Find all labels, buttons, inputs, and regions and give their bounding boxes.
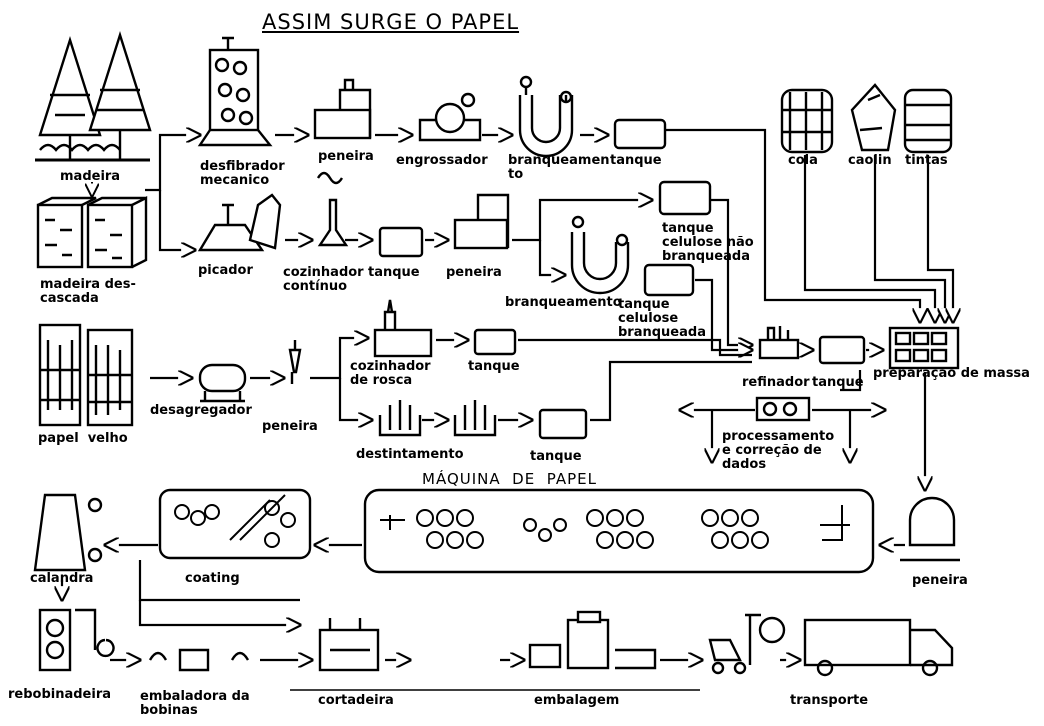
preparacao-massa-grid: [890, 328, 958, 368]
label-tanque-nao-branqueada: tanque celulose não branqueada: [662, 222, 754, 264]
label-picador: picador: [198, 264, 253, 278]
label-refinador: refinador: [742, 376, 810, 390]
tanque-2-icon: [380, 228, 422, 256]
maquina-papel-box: [365, 490, 873, 572]
label-tintas: tintas: [905, 154, 948, 168]
label-embaladora: embaladora da bobinas: [140, 690, 250, 718]
coating-box: [160, 490, 310, 558]
branqueamento-1-icon: [520, 77, 572, 156]
processamento-panel-icon: [757, 398, 809, 420]
rebobinadeira-icon: [40, 610, 113, 670]
label-cozinhador-rosca: cozinhador de rosca: [350, 360, 431, 388]
label-caolin: caolin: [848, 154, 892, 168]
embalagem-icon: [530, 612, 655, 668]
label-peneira-4: peneira: [912, 574, 968, 588]
label-calandra: calandra: [30, 572, 93, 586]
tanque-nao-branqueada-icon: [660, 182, 710, 214]
label-transporte: transporte: [790, 694, 868, 708]
cola-barrel-icon: [782, 90, 832, 152]
label-cola: cola: [788, 154, 818, 168]
peneira-3-icon: [290, 340, 300, 384]
label-peneira-3: peneira: [262, 420, 318, 434]
forklift-icon: [710, 615, 784, 673]
label-peneira-1: peneira: [318, 150, 374, 164]
embaladora-icon: [150, 650, 248, 670]
diagram-title: ASSIM SURGE O PAPEL: [262, 10, 519, 34]
cozinhador-continuo-icon: [318, 173, 346, 245]
label-tanque-2: tanque: [368, 266, 420, 280]
label-embalagem: embalagem: [534, 694, 619, 708]
picador-machine: [200, 195, 280, 250]
trees-icon: [35, 35, 150, 160]
label-cozinhador-continuo: cozinhador contínuo: [283, 266, 364, 294]
truck-icon: [805, 620, 952, 675]
branqueamento-2-icon: [572, 217, 628, 293]
desfibrador-machine: [200, 38, 270, 145]
label-tanque-branqueada: tanque celulose branqueada: [618, 298, 706, 340]
destintamento-icon: [380, 400, 495, 435]
label-tanque-4: tanque: [530, 450, 582, 464]
log-pile-icon: [38, 198, 146, 267]
label-branqueamento-2: branqueamento: [505, 296, 622, 310]
label-tanque-5: tanque: [812, 376, 864, 390]
caolin-sack-icon: [852, 85, 895, 150]
refinador-icon: [760, 326, 798, 358]
tanque-5-icon: [820, 337, 864, 363]
paper-machine-rollers: [380, 505, 850, 548]
label-papel-velho: papel velho: [38, 432, 128, 446]
label-peneira-2: peneira: [446, 266, 502, 280]
tanque-3-icon: [475, 330, 515, 354]
label-tanque-3: tanque: [468, 360, 520, 374]
label-madeira: madeira: [60, 170, 120, 184]
cozinhador-rosca-icon: [375, 300, 431, 356]
cortadeira-icon: [320, 618, 378, 670]
old-paper-icon: [40, 325, 132, 425]
label-processamento: processamento e correção de dados: [722, 430, 834, 472]
label-preparacao: preparação de massa: [873, 367, 1030, 381]
label-maquina-papel: MÁQUINA DE PAPEL: [422, 472, 597, 486]
peneira-4-icon: [900, 498, 960, 560]
tintas-barrel-icon: [905, 90, 951, 152]
peneira-2-icon: [455, 195, 508, 248]
engrossador-icon: [420, 94, 480, 140]
tanque-branqueada-icon: [645, 265, 693, 295]
tanque-4-icon: [540, 410, 586, 438]
tanque-1-icon: [615, 120, 665, 148]
label-tanque-1: tanque: [610, 154, 662, 168]
label-rebobinadeira: rebobinadeira: [8, 688, 111, 702]
label-branqueamento-1: branqueamen to: [508, 154, 610, 182]
calandra-icon: [35, 495, 101, 570]
label-coating: coating: [185, 572, 240, 586]
label-madeira-descascada: madeira des- cascada: [40, 278, 136, 306]
peneira-1-icon: [315, 80, 370, 138]
label-cortadeira: cortadeira: [318, 694, 394, 708]
desagregador-icon: [200, 365, 245, 401]
label-destintamento: destintamento: [356, 448, 464, 462]
label-engrossador: engrossador: [396, 154, 488, 168]
label-desagregador: desagregador: [150, 404, 252, 418]
coating-rollers: [175, 495, 295, 547]
label-desfibrador: desfibrador mecanico: [200, 160, 285, 188]
